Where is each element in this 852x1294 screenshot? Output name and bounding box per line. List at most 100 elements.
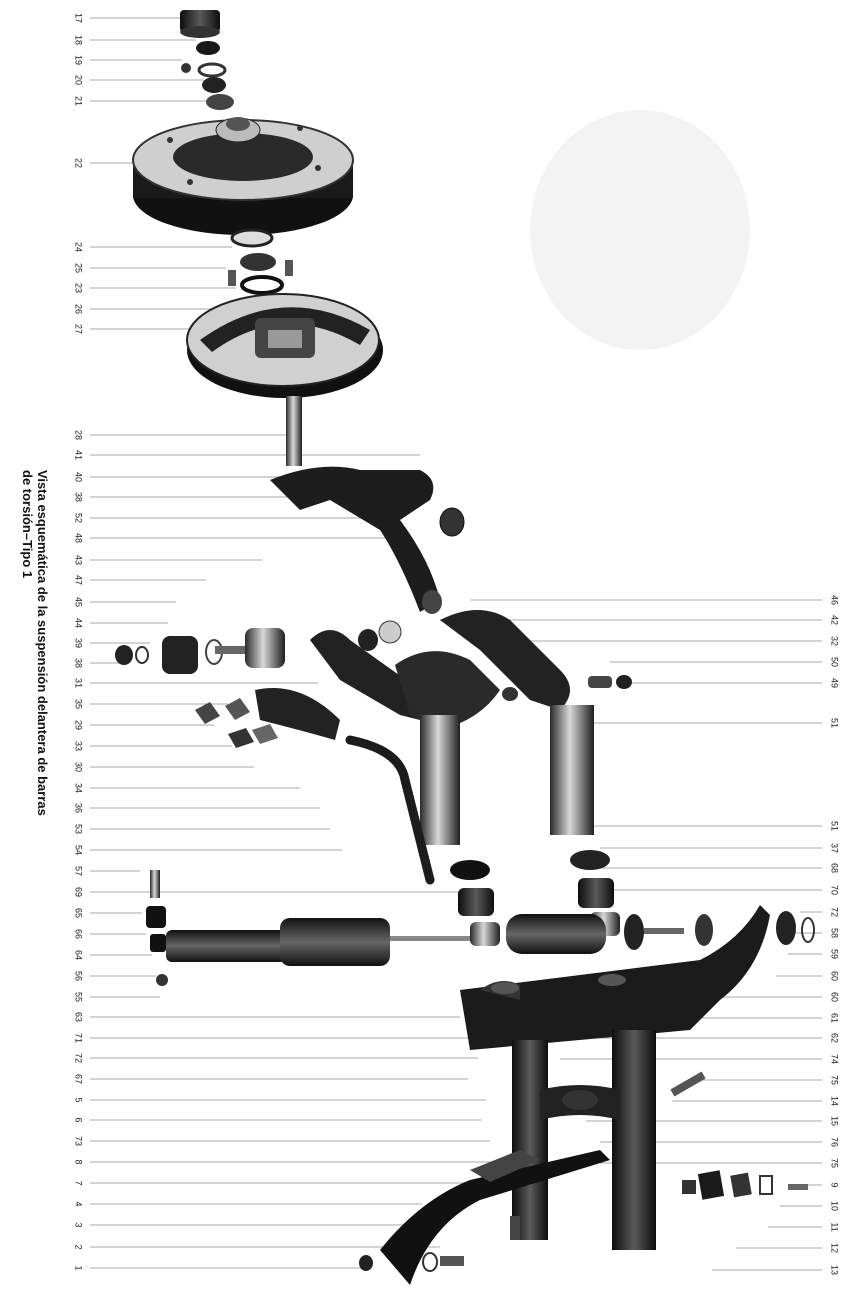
part-label-left: 69 [74, 887, 84, 897]
part-label-right: 72 [830, 907, 840, 917]
caption-line-2: de torsión–Tipo 1 [20, 470, 35, 579]
part-label-right: 50 [830, 657, 840, 667]
rubber-bumper [506, 911, 815, 954]
part-label-left: 47 [74, 575, 84, 585]
part-label-right: 60 [830, 992, 840, 1002]
part-label-left: 38 [74, 658, 84, 668]
part-label-left: 24 [74, 242, 84, 252]
part-label-right: 13 [830, 1265, 840, 1275]
part-label-left: 33 [74, 741, 84, 751]
brake-backing-plate [186, 293, 383, 398]
part-label-right: 61 [830, 1013, 840, 1023]
part-label-left: 55 [74, 992, 84, 1002]
part-label-right: 74 [830, 1054, 840, 1064]
part-label-right: 12 [830, 1243, 840, 1253]
part-label-left: 18 [74, 35, 84, 45]
part-label-right: 42 [830, 615, 840, 625]
part-label-right: 59 [830, 949, 840, 959]
part-label-left: 67 [74, 1074, 84, 1084]
part-label-right: 46 [830, 595, 840, 605]
part-label-left: 44 [74, 618, 84, 628]
part-label-left: 72 [74, 1053, 84, 1063]
nut-and-washer [181, 41, 234, 110]
part-label-left: 35 [74, 699, 84, 709]
part-label-left: 2 [74, 1244, 84, 1249]
part-label-left: 30 [74, 762, 84, 772]
ball-joint-parts [115, 620, 402, 674]
part-label-left: 54 [74, 845, 84, 855]
part-label-left: 20 [74, 75, 84, 85]
brake-drum [132, 117, 354, 235]
part-label-left: 56 [74, 971, 84, 981]
axle-beam-frame [460, 905, 770, 1250]
wheel-bearing-parts [228, 228, 293, 295]
part-label-left: 45 [74, 597, 84, 607]
part-label-left: 6 [74, 1117, 84, 1122]
clamp-shims [195, 698, 278, 748]
part-label-left: 4 [74, 1201, 84, 1206]
part-label-right: 10 [830, 1201, 840, 1211]
part-label-left: 29 [74, 720, 84, 730]
part-label-right: 11 [830, 1222, 840, 1231]
part-label-left: 53 [74, 824, 84, 834]
part-label-right: 58 [830, 928, 840, 938]
diagram-caption: Vista esquemática de la suspensión delan… [10, 470, 50, 890]
part-label-left: 25 [74, 263, 84, 273]
part-label-right: 14 [830, 1096, 840, 1106]
part-label-left: 1 [74, 1265, 84, 1270]
part-label-left: 43 [74, 555, 84, 565]
part-label-right: 15 [830, 1116, 840, 1126]
part-label-left: 26 [74, 304, 84, 314]
part-label-left: 31 [74, 678, 84, 688]
part-label-left: 7 [74, 1180, 84, 1185]
part-label-right: 68 [830, 863, 840, 873]
part-label-right: 76 [830, 1137, 840, 1147]
part-label-left: 57 [74, 866, 84, 876]
part-label-left: 21 [74, 96, 84, 106]
part-label-left: 27 [74, 324, 84, 334]
lower-trailing-arm [440, 610, 632, 835]
part-label-right: 62 [830, 1033, 840, 1043]
part-label-left: 48 [74, 533, 84, 543]
part-label-right: 32 [830, 636, 840, 646]
part-label-right: 51 [830, 821, 840, 831]
part-label-left: 65 [74, 908, 84, 918]
body-mount-bracket [380, 1150, 610, 1285]
torsion-bushings [450, 850, 620, 946]
part-label-left: 64 [74, 950, 84, 960]
shock-absorber [146, 870, 470, 986]
part-label-right: 70 [830, 885, 840, 895]
part-label-right: 49 [830, 678, 840, 688]
part-label-left: 3 [74, 1222, 84, 1227]
caption-line-1: Vista esquemática de la suspensión delan… [35, 470, 50, 816]
part-label-left: 19 [74, 55, 84, 65]
part-label-left: 23 [74, 283, 84, 293]
part-label-right: 9 [830, 1182, 840, 1187]
part-label-left: 36 [74, 803, 84, 813]
part-label-left: 8 [74, 1159, 84, 1164]
part-label-left: 41 [74, 450, 84, 460]
part-label-right: 75 [830, 1075, 840, 1085]
part-label-right: 75 [830, 1158, 840, 1168]
part-label-left: 34 [74, 783, 84, 793]
part-label-left: 63 [74, 1012, 84, 1022]
part-label-right: 37 [830, 843, 840, 853]
part-label-left: 22 [74, 158, 84, 168]
part-label-left: 40 [74, 472, 84, 482]
part-label-left: 66 [74, 929, 84, 939]
steering-knuckle [270, 396, 465, 614]
part-label-left: 52 [74, 513, 84, 523]
part-label-right: 60 [830, 971, 840, 981]
part-label-right: 51 [830, 718, 840, 728]
part-label-left: 17 [74, 13, 84, 23]
hub-cap [180, 10, 220, 38]
part-label-left: 5 [74, 1097, 84, 1102]
mounting-bolts [359, 1071, 808, 1272]
stabilizer-bar [255, 688, 435, 885]
part-label-left: 73 [74, 1136, 84, 1146]
part-label-left: 38 [74, 492, 84, 502]
part-label-left: 71 [74, 1033, 84, 1043]
upper-trailing-arm [310, 630, 500, 845]
part-label-left: 39 [74, 638, 84, 648]
